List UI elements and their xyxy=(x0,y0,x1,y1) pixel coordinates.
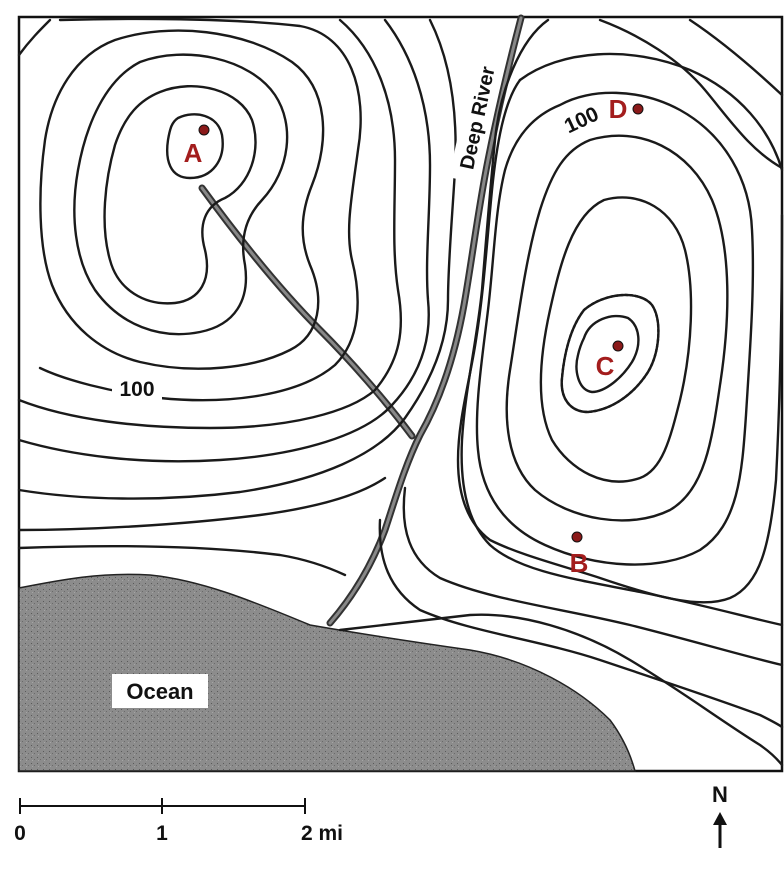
svg-text:Ocean: Ocean xyxy=(126,679,193,704)
north-arrow: N xyxy=(712,782,728,848)
north-label: N xyxy=(712,782,728,807)
scale-bar: 0 1 2 mi xyxy=(14,798,343,845)
svg-text:C: C xyxy=(596,351,615,381)
point-d: D xyxy=(609,94,644,124)
deep-river-inner xyxy=(328,16,523,625)
svg-text:B: B xyxy=(570,548,589,578)
scale-tick-2: 2 mi xyxy=(301,822,343,845)
ocean-area xyxy=(18,573,636,772)
east-hill-contours xyxy=(338,18,784,767)
point-c: C xyxy=(596,340,624,381)
tributary-stream-inner xyxy=(200,186,414,438)
contour-label-west: 100 xyxy=(112,375,162,401)
svg-text:A: A xyxy=(184,138,203,168)
scale-tick-0: 0 xyxy=(14,822,26,845)
point-a: A xyxy=(184,124,210,168)
point-b: B xyxy=(570,531,589,578)
ocean-label: Ocean xyxy=(112,674,208,708)
svg-text:D: D xyxy=(609,94,628,124)
svg-text:100: 100 xyxy=(119,378,154,401)
scale-tick-1: 1 xyxy=(156,822,168,845)
